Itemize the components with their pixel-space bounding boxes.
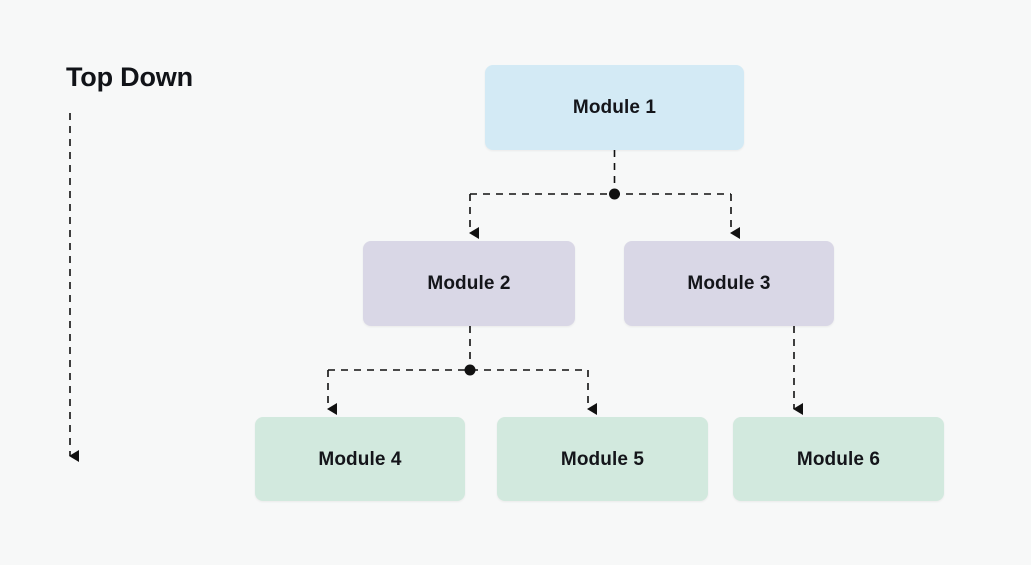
- node-module-4-label: Module 4: [318, 448, 402, 470]
- node-module-6-label: Module 6: [796, 448, 881, 470]
- junction-dot-1: [609, 188, 620, 200]
- node-module-6[interactable]: Module 6: [733, 417, 944, 501]
- node-module-2[interactable]: Module 2: [363, 241, 575, 326]
- node-module-5[interactable]: Module 5: [497, 417, 708, 501]
- node-module-2-label: Module 2: [427, 273, 511, 294]
- node-module-3-label: Module 3: [687, 273, 771, 294]
- node-module-5-label: Module 5: [560, 448, 645, 470]
- node-module-4[interactable]: Module 4: [255, 417, 465, 501]
- node-module-1-label: Module 1: [572, 97, 657, 118]
- page-title: Top Down: [66, 62, 193, 92]
- node-module-1[interactable]: Module 1: [485, 65, 744, 150]
- junction-dot-2: [464, 364, 476, 376]
- node-module-3[interactable]: Module 3: [624, 241, 834, 326]
